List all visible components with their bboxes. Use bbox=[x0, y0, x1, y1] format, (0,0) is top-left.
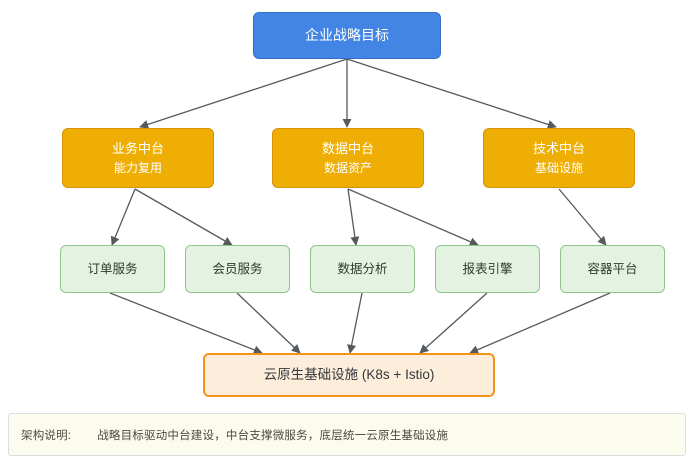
edge-data-to-report bbox=[347, 188, 479, 246]
edge-member-to-base bbox=[236, 292, 301, 354]
node-container-platform-label: 容器平台 bbox=[587, 261, 638, 276]
node-tech-subtitle: 基础设施 bbox=[534, 161, 583, 176]
architecture-note-panel: 架构说明: 战略目标驱动中台建设，中台支撑微服务，底层统一云原生基础设施 bbox=[8, 413, 686, 456]
edge-data-to-analytics bbox=[347, 188, 360, 246]
node-data-analytics-label: 数据分析 bbox=[337, 261, 388, 276]
node-data-subtitle: 数据资产 bbox=[323, 161, 372, 176]
node-business-subtitle: 能力复用 bbox=[113, 161, 162, 176]
node-base-label: 云原生基础设施 (K8s + Istio) bbox=[263, 366, 435, 382]
node-enterprise-strategy-goal[interactable]: 企业战略目标 bbox=[253, 12, 441, 59]
node-business-middle-platform[interactable]: 业务中台 能力复用 bbox=[62, 128, 214, 188]
node-tech-middle-platform[interactable]: 技术中台 基础设施 bbox=[483, 128, 635, 188]
node-cloud-native-infrastructure[interactable]: 云原生基础设施 (K8s + Istio) bbox=[203, 353, 495, 397]
node-container-platform[interactable]: 容器平台 bbox=[560, 245, 665, 293]
node-data-title: 数据中台 bbox=[321, 140, 374, 156]
edge-order-to-base bbox=[109, 292, 263, 355]
edge-report-to-base bbox=[419, 292, 488, 354]
node-report-engine[interactable]: 报表引擎 bbox=[435, 245, 540, 293]
node-tech-title: 技术中台 bbox=[532, 140, 585, 156]
architecture-note-label: 架构说明: bbox=[21, 429, 72, 442]
node-data-analytics[interactable]: 数据分析 bbox=[310, 245, 415, 293]
node-order-service[interactable]: 订单服务 bbox=[60, 245, 165, 293]
edge-tech-to-container bbox=[558, 188, 607, 246]
node-business-title: 业务中台 bbox=[111, 140, 164, 156]
node-report-engine-label: 报表引擎 bbox=[462, 261, 513, 276]
edge-container-to-base bbox=[469, 292, 611, 354]
node-data-middle-platform[interactable]: 数据中台 数据资产 bbox=[272, 128, 424, 188]
node-order-service-label: 订单服务 bbox=[87, 261, 138, 276]
node-member-service[interactable]: 会员服务 bbox=[185, 245, 290, 293]
edge-goal-to-tech bbox=[346, 58, 557, 129]
edge-goal-to-business bbox=[139, 58, 348, 129]
edge-business-to-order bbox=[110, 188, 136, 246]
node-goal-label: 企业战略目标 bbox=[305, 27, 389, 44]
edge-analytics-to-base bbox=[347, 292, 363, 354]
node-member-service-label: 会员服务 bbox=[212, 261, 263, 276]
architecture-note-text: 战略目标驱动中台建设，中台支撑微服务，底层统一云原生基础设施 bbox=[97, 429, 449, 442]
edge-business-to-member bbox=[134, 188, 233, 246]
